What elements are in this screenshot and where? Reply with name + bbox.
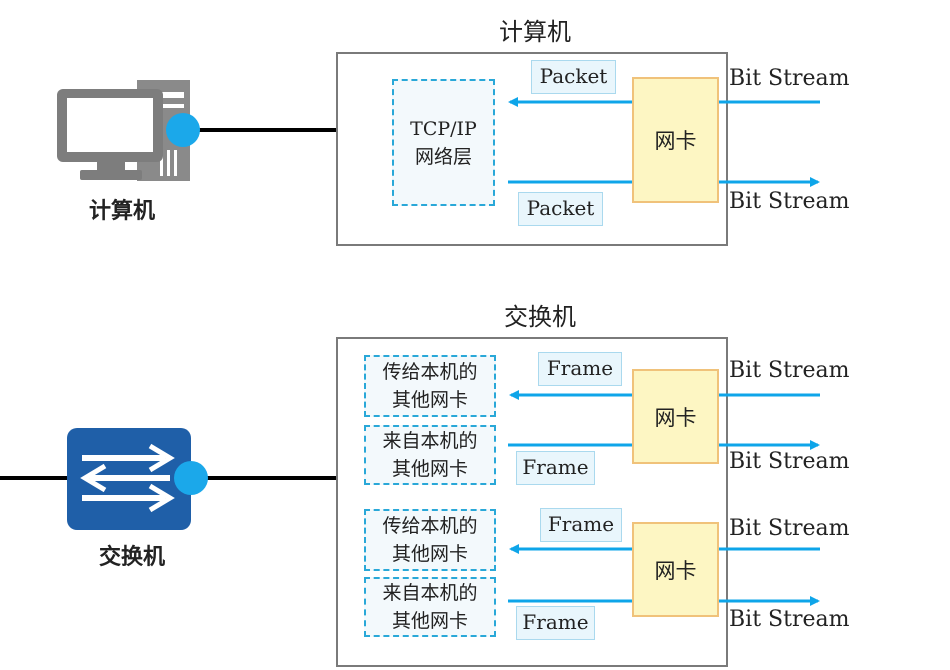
layer-line2: 网络层: [414, 145, 472, 168]
computer-icon: [57, 80, 190, 181]
packet-tag-bottom: Packet: [518, 192, 603, 226]
computer-port-icon: [166, 113, 200, 147]
switch-nic-2: 网卡: [632, 522, 719, 617]
computer-icon-label: 计算机: [88, 199, 155, 224]
to-local-nic-box: 传给本机的 其他网卡: [364, 509, 496, 571]
bit-stream-2-bottom: Bit Stream: [729, 607, 850, 632]
layer-line1: TCP/IP: [410, 117, 477, 140]
packet-tag-top: Packet: [531, 60, 616, 94]
to-local-line2: 其他网卡: [391, 389, 468, 411]
to-local-line1: 传给本机的: [382, 361, 478, 383]
from-local-nic-box: 来自本机的 其他网卡: [364, 425, 496, 485]
switch-section-title: 交换机: [504, 303, 576, 331]
computer-nic: 网卡: [632, 77, 719, 203]
bit-stream-1-top: Bit Stream: [729, 358, 850, 383]
from-local-line1: 来自本机的: [382, 430, 478, 452]
bit-stream-label-top: Bit Stream: [729, 66, 850, 91]
to-local-line1: 传给本机的: [382, 515, 478, 537]
frame-tag-2-top: Frame: [540, 508, 622, 542]
from-local-line2: 其他网卡: [391, 610, 468, 632]
switch-icon: [67, 428, 191, 530]
frame-tag-1-bottom: Frame: [516, 451, 595, 485]
to-local-nic-box: 传给本机的 其他网卡: [364, 355, 496, 417]
switch-icon-label: 交换机: [98, 545, 165, 570]
frame-tag-2-bottom: Frame: [516, 606, 595, 640]
switch-nic-1: 网卡: [632, 369, 719, 464]
computer-section-title: 计算机: [499, 18, 571, 46]
from-local-nic-box: 来自本机的 其他网卡: [364, 577, 496, 637]
from-local-line1: 来自本机的: [382, 582, 478, 604]
frame-tag-1-top: Frame: [538, 352, 622, 386]
bit-stream-2-top: Bit Stream: [729, 516, 850, 541]
bit-stream-1-bottom: Bit Stream: [729, 449, 850, 474]
from-local-line2: 其他网卡: [391, 458, 468, 480]
switch-port-icon: [174, 461, 208, 495]
bit-stream-label-bottom: Bit Stream: [729, 189, 850, 214]
to-local-line2: 其他网卡: [391, 543, 468, 565]
tcpip-network-layer: TCP/IP 网络层: [392, 79, 495, 206]
